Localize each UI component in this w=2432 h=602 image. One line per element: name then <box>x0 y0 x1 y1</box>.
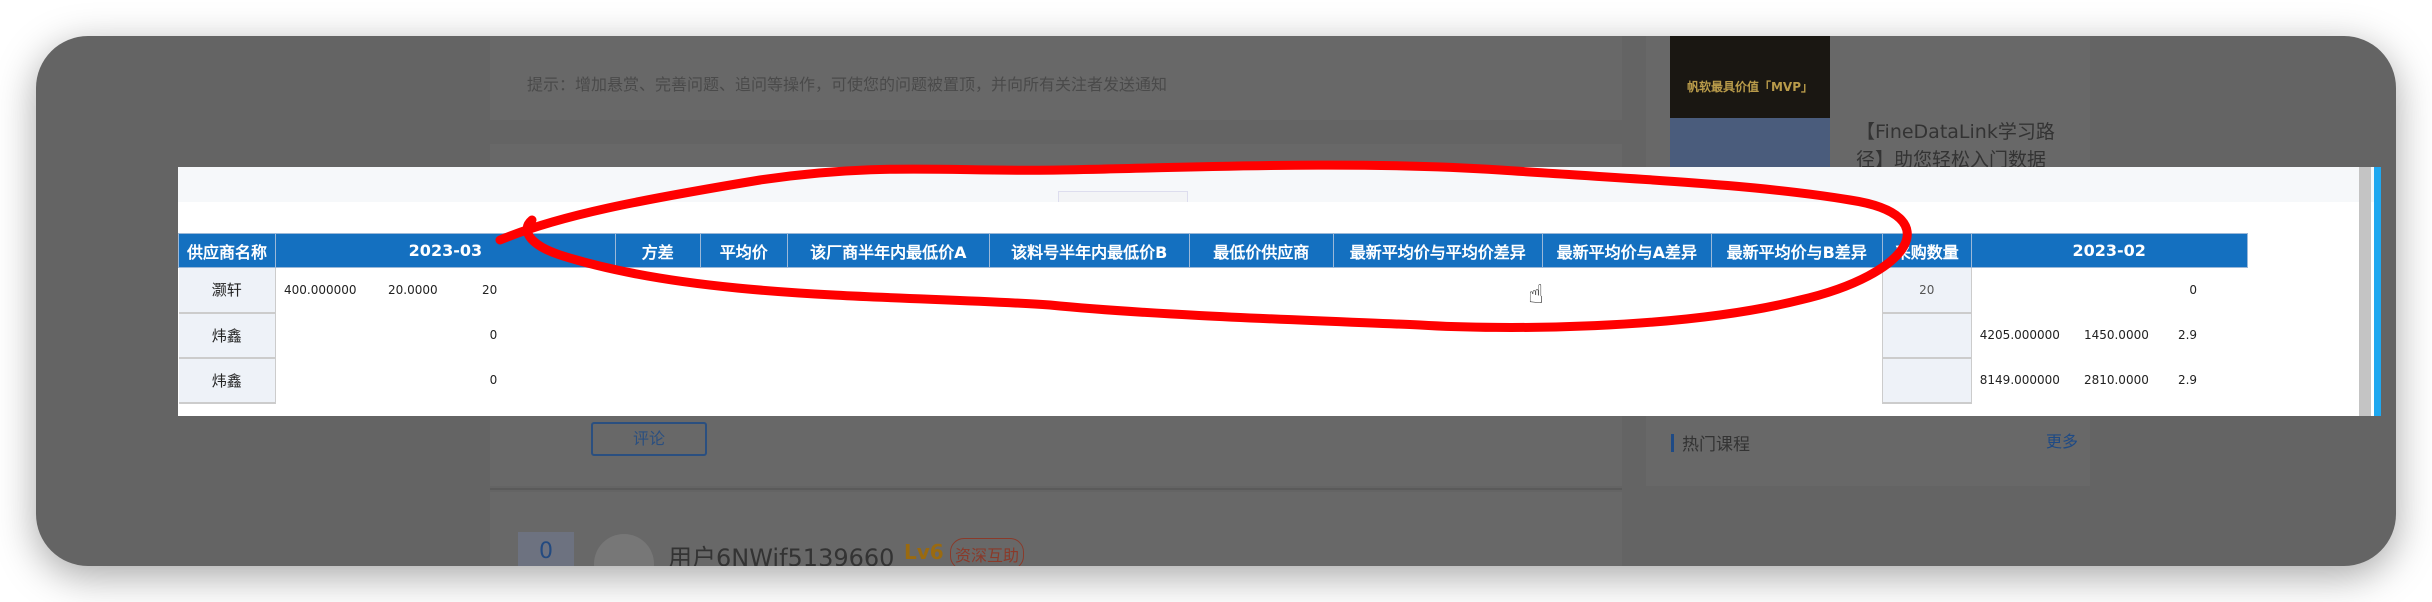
cell-value: 20.0000 <box>388 283 438 298</box>
level-badge: Lv6 <box>904 540 944 564</box>
column-header[interactable]: 最低价供应商 <box>1188 233 1334 268</box>
popup-toolbar <box>178 167 2381 202</box>
cell-value: 2.9 <box>2177 373 2198 387</box>
more-link[interactable]: 更多 <box>2046 432 2079 451</box>
column-header[interactable]: 最新平均价与平均价差异 <box>1332 233 1543 268</box>
empty-cell <box>989 313 1189 358</box>
section-marker <box>1671 434 1674 452</box>
empty-cell <box>1189 358 1333 403</box>
table-row: 灏轩 400.000000 20.0000 20 20 0 <box>178 267 2248 314</box>
hint-text: 提示：增加悬赏、完善问题、追问等操作，可使您的问题被置顶，并向所有关注者发送通知 <box>527 75 1168 94</box>
comment-button[interactable]: 评论 <box>591 422 707 456</box>
empty-cell <box>1542 268 1711 313</box>
quantity-cell: 20 <box>1881 267 1972 314</box>
answer-item <box>490 492 1622 566</box>
empty-cell <box>787 313 989 358</box>
month-2023-03-cell: 0 <box>276 358 616 403</box>
empty-cell <box>615 358 700 403</box>
month-2023-02-cell: 4205.000000 1450.0000 2.9 <box>1971 313 2247 358</box>
column-header[interactable]: 该厂商半年内最低价A <box>786 233 990 268</box>
accent-strip <box>2374 167 2381 416</box>
cell-value <box>388 328 458 342</box>
cell-value: 1450.0000 <box>2083 328 2149 342</box>
cell-value: 2810.0000 <box>2083 373 2149 387</box>
collapse-handle[interactable] <box>1058 191 1188 202</box>
column-header[interactable]: 采购数量 <box>1881 233 1972 268</box>
supplier-name-cell: 炜鑫 <box>178 312 276 359</box>
empty-cell <box>1189 268 1333 313</box>
divider <box>490 488 1622 490</box>
empty-cell <box>787 358 989 403</box>
scrollbar[interactable] <box>2359 167 2371 416</box>
cell-value <box>284 328 364 342</box>
empty-cell <box>1711 268 1882 313</box>
empty-cell <box>700 268 787 313</box>
column-header[interactable]: 最新平均价与B差异 <box>1710 233 1883 268</box>
empty-cell <box>615 313 700 358</box>
cell-value: 0 <box>489 373 498 387</box>
empty-cell <box>787 268 989 313</box>
promo-image-mvp[interactable]: 帆软最具价值「MVP」 <box>1670 36 1830 132</box>
column-header[interactable]: 该料号半年内最低价B <box>988 233 1190 268</box>
promo-title-line1: 【FineDataLink学习路 <box>1856 121 2055 143</box>
quantity-cell <box>1881 312 1972 359</box>
cell-value: 20 <box>482 283 498 298</box>
cell-value: 8149.000000 <box>1979 373 2060 387</box>
cell-value <box>284 373 364 387</box>
question-card <box>490 36 1622 120</box>
column-header[interactable]: 2023-02 <box>1970 233 2248 268</box>
cell-value <box>2084 283 2154 297</box>
column-header[interactable]: 2023-03 <box>275 233 616 268</box>
status-badge: 资深互助 <box>950 538 1025 566</box>
empty-cell <box>1711 358 1882 403</box>
empty-cell <box>1189 313 1333 358</box>
column-header[interactable]: 方差 <box>614 233 701 268</box>
cell-value: 400.000000 <box>284 283 357 298</box>
cell-value <box>1980 283 2060 297</box>
vote-count[interactable]: 0 <box>518 532 574 566</box>
username[interactable]: 用户6NWif5139660 <box>668 544 895 566</box>
empty-cell <box>1711 313 1882 358</box>
month-2023-03-cell: 0 <box>276 313 616 358</box>
column-header[interactable]: 供应商名称 <box>178 233 276 268</box>
cell-value: 2.9 <box>2177 328 2198 342</box>
month-2023-02-cell: 0 <box>1971 268 2247 313</box>
table-row: 炜鑫 0 8149.000000 2810.0000 2.9 <box>178 357 2248 404</box>
month-2023-02-cell: 8149.000000 2810.0000 2.9 <box>1971 358 2247 403</box>
promo-image-text: 帆软最具价值「MVP」 <box>1686 80 1814 94</box>
table-row: 炜鑫 0 4205.000000 1450.0000 2.9 <box>178 312 2248 359</box>
empty-cell <box>1333 358 1542 403</box>
empty-cell <box>1542 358 1711 403</box>
promo-title[interactable]: 【FineDataLink学习路径】助您轻松入门数据 <box>1856 118 2055 174</box>
table-body: 灏轩 400.000000 20.0000 20 20 0 炜鑫 0 4205.000000 14… <box>178 267 2248 404</box>
column-header[interactable]: 平均价 <box>699 233 788 268</box>
empty-cell <box>989 268 1189 313</box>
empty-cell <box>700 313 787 358</box>
cell-value: 4205.000000 <box>1979 328 2060 342</box>
empty-cell <box>615 268 700 313</box>
supplier-name-cell: 炜鑫 <box>178 357 276 404</box>
cell-value: 0 <box>489 328 498 342</box>
empty-cell <box>989 358 1189 403</box>
empty-cell <box>700 358 787 403</box>
supplier-name-cell: 灏轩 <box>178 267 276 314</box>
quantity-cell <box>1881 357 1972 404</box>
empty-cell <box>1542 313 1711 358</box>
cell-value: 0 <box>2189 283 2198 298</box>
cell-value <box>388 373 458 387</box>
empty-cell <box>1333 268 1542 313</box>
section-title: 热门课程 <box>1682 435 1750 455</box>
month-2023-03-cell: 400.000000 20.0000 20 <box>276 268 616 313</box>
empty-cell <box>1333 313 1542 358</box>
hand-cursor-icon: ☝ <box>1528 280 1544 310</box>
column-header[interactable]: 最新平均价与A差异 <box>1541 233 1712 268</box>
